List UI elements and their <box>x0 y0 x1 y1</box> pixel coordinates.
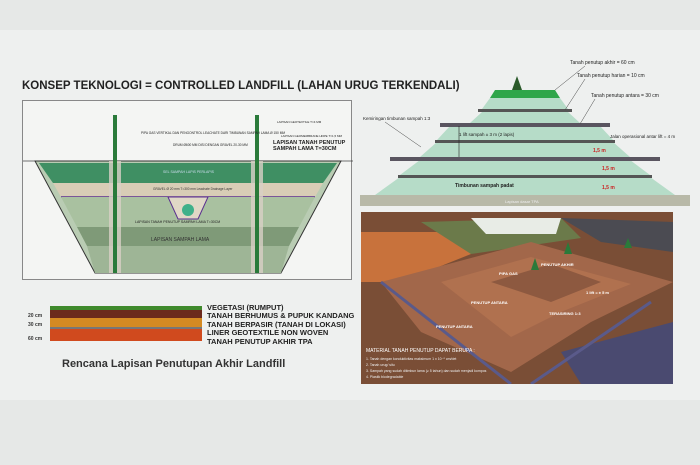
label-cell: SEL SAMPAH LAPIS PERLAPIS <box>163 170 215 174</box>
label-cover-old-mid: LAPISAN TANAH PENUTUP SAMPAH LAMA T=30CM <box>135 220 220 224</box>
label-old-waste: LAPISAN SAMPAH LAMA <box>151 237 210 243</box>
layer-labels: VEGETASI (RUMPUT) TANAH BERHUMUS & PUPUK… <box>207 303 355 346</box>
landfill-3d-render: PIPA GAS PENUTUP AKHIR PENUTUP ANTARA PE… <box>361 212 673 384</box>
material-title: MATERIAL TANAH PENUTUP DAPAT BERUPA : <box>366 348 475 354</box>
label-slope: Kemiringan timbunan sampah 1:3 <box>363 116 431 121</box>
label-lift: 1 lift sampah ± 3 m (2 lapis) <box>459 132 515 137</box>
label-render-intermediate-1: PENUTUP ANTARA <box>471 300 508 305</box>
label-render-gas-pipe: PIPA GAS <box>499 271 518 276</box>
label-height-1: 1,5 m <box>593 148 606 154</box>
layer-geotextile <box>50 327 202 329</box>
layer-label: VEGETASI (RUMPUT) <box>207 303 284 312</box>
layer-label: TANAH PENUTUP AKHIR TPA <box>207 336 313 346</box>
layer-label: TANAH BERPASIR (TANAH DI LOKASI) <box>207 319 346 329</box>
layer-label: LINER GEOTEXTILE NON WOVEN <box>207 328 329 338</box>
tree-icon <box>531 258 539 270</box>
material-item: 3. Sampah yang sudah ditimbun lama (≥ 5 … <box>366 369 487 373</box>
label-height-3: 1,5 m <box>602 185 615 191</box>
thickness-60: 60 cm <box>28 336 43 342</box>
label-base: Lapisan dasar TPA <box>505 199 539 204</box>
label-drum: DRUM Ø600 MM DISI DENGAN GRAVEL 20-30 MM <box>173 143 248 147</box>
label-height-2: 1,5 m <box>602 166 615 172</box>
tree-icon <box>512 76 522 90</box>
layer-sand <box>50 318 202 327</box>
label-intermediate-cover: Tanah penutup antara = 30 cm <box>591 93 659 99</box>
label-final-cover: Tanah penutup akhir = 60 cm <box>570 60 635 66</box>
layer-vegetation <box>50 306 202 310</box>
material-item: 4. Plastik biodegradable <box>366 375 403 379</box>
layer-final-cover <box>50 329 202 341</box>
label-geotextile: LAPISAN GEOTEXTILE T=4 MM <box>277 120 322 124</box>
material-item: 1. Tanah dengan konduktivitas maksimum 1… <box>366 357 456 361</box>
label-cover-old: LAPISAN TANAH PENUTUP SAMPAH LAMA T=30CM <box>273 140 346 153</box>
thickness-20: 20 cm <box>28 313 43 319</box>
label-gravel: GRAVEL Ø 20 mm T=300 mm Leachate Drainag… <box>153 187 233 191</box>
material-item: 2. Tanah urug/ situ <box>366 363 395 367</box>
layer-humus <box>50 310 202 318</box>
label-road: Jalan operasional antar lift = 4 m <box>610 134 675 139</box>
label-gas-pipe: PIPA GAS VERTIKAL DAN PENGONTROL LEACHAT… <box>141 131 285 135</box>
landfill-cross-section: PIPA GAS VERTIKAL DAN PENGONTROL LEACHAT… <box>22 100 353 280</box>
thickness-30: 30 cm <box>28 322 43 328</box>
label-render-intermediate-2: PENUTUP ANTARA <box>436 324 473 329</box>
label-geomembrane: LAPISAN GEOMEMBRANE HDPE T=1,5 MM <box>281 134 343 138</box>
tree-icon <box>624 238 632 248</box>
layers-caption: Rencana Lapisan Penutupan Akhir Landfill <box>62 358 286 370</box>
layer-label: TANAH BERHUMUS & PUPUK KANDANG <box>207 311 355 321</box>
label-render-lift: 1 lift = ± 5 m <box>586 290 609 295</box>
landfill-pyramid-diagram: Lapisan dasar TPA Tanah penutup akhir = … <box>355 60 695 210</box>
label-solid-waste: Timbunan sampah padat <box>455 183 514 189</box>
tree-icon <box>564 242 572 254</box>
slide-title: KONSEP TEKNOLOGI = CONTROLLED LANDFILL (… <box>22 80 460 92</box>
label-daily-cover: Tanah penutup harian = 10 cm <box>577 73 645 79</box>
label-render-final-cover: PENUTUP AKHIR <box>541 262 574 267</box>
cover-layers-diagram <box>50 306 202 346</box>
label-render-terrace: TERASIRING 1:3 <box>549 311 581 316</box>
